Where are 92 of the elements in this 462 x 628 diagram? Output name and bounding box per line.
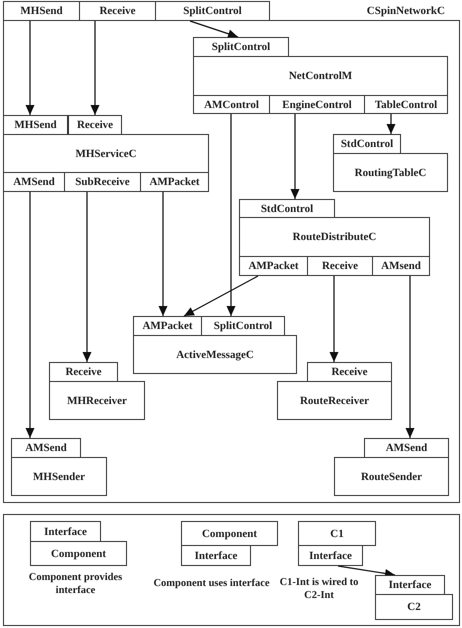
interface-tab <box>239 256 308 276</box>
component-box <box>239 217 430 257</box>
interface-tab <box>364 438 449 458</box>
wiring-arrow <box>330 276 338 362</box>
component-box <box>375 594 453 620</box>
component-box <box>49 381 145 420</box>
interface-name: Receive <box>65 366 102 378</box>
interface-tab <box>364 95 448 114</box>
component-box <box>277 381 392 420</box>
component-name: C2 <box>407 601 421 613</box>
component-name: MHSender <box>33 470 85 482</box>
interface-name: Receive <box>331 366 368 378</box>
interface-name: AMSend <box>25 442 67 454</box>
wiring-arrow <box>158 192 168 316</box>
wiring-arrow <box>406 276 414 438</box>
wiring-arrow <box>184 275 258 317</box>
component-box <box>298 521 376 546</box>
component-name: RouteSender <box>360 470 422 482</box>
interface-name: SubReceive <box>75 176 130 188</box>
interface-tab <box>193 37 289 57</box>
interface-name: AMPacket <box>248 260 299 272</box>
interface-name: StdControl <box>340 138 394 150</box>
legend-frame <box>3 514 460 626</box>
interface-name: SplitControl <box>214 320 272 332</box>
component-name: MHReceiver <box>67 394 127 406</box>
interface-tab <box>30 521 101 542</box>
wiring-arrow <box>290 114 300 199</box>
interface-tab <box>333 134 401 154</box>
interface-name: SplitControl <box>183 5 242 17</box>
component-box <box>181 521 278 546</box>
interface-name: AMsend <box>381 260 421 272</box>
interface-name: AMSend <box>386 442 428 454</box>
wiring-arrow <box>26 192 34 438</box>
interface-tab <box>155 1 270 21</box>
wiring-arrow <box>90 21 100 115</box>
component-name: RouteDistributeC <box>292 231 376 243</box>
component-box <box>11 457 107 496</box>
legend-caption: C1-Int is wired to C2-Int <box>278 576 360 602</box>
wiring-arrow <box>82 192 92 362</box>
component-name: RoutingTableC <box>354 166 426 178</box>
interface-name: Interface <box>309 550 352 562</box>
component-name: C1 <box>330 528 344 540</box>
component-name: MHServiceC <box>75 148 137 160</box>
interface-name: MHSend <box>14 119 57 131</box>
wiring-arrow <box>190 20 238 38</box>
interface-name: Interface <box>194 550 238 562</box>
interface-name: AMControl <box>204 98 259 110</box>
component-name: RouteReceiver <box>300 394 370 406</box>
interface-name: SplitControl <box>212 41 270 53</box>
wiring-arrow <box>338 565 396 578</box>
interface-tab <box>181 545 251 566</box>
interface-tab <box>68 115 122 135</box>
interface-name: AMPacket <box>149 176 200 188</box>
wiring-arrow <box>226 114 236 316</box>
interface-name: MHSend <box>20 5 63 17</box>
module-title: CSpinNetworkC <box>366 5 445 17</box>
interface-tab <box>140 172 209 192</box>
legend-caption: Component provides interface <box>28 571 124 597</box>
component-box <box>133 335 297 374</box>
interface-tab <box>307 362 392 382</box>
interface-name: Receive <box>76 119 114 131</box>
interface-name: AMPacket <box>142 320 193 332</box>
component-box <box>193 56 448 96</box>
interface-name: StdControl <box>260 202 314 214</box>
interface-tab <box>375 575 445 595</box>
interface-tab <box>201 316 285 336</box>
component-box <box>334 457 449 496</box>
interface-tab <box>239 199 335 218</box>
interface-tab <box>133 316 202 336</box>
component-name: Component <box>202 528 257 540</box>
interface-name: EngineControl <box>282 98 352 110</box>
component-name: NetControlM <box>288 70 352 82</box>
component-name: ActiveMessageC <box>176 348 254 360</box>
interface-name: Interface <box>44 526 87 538</box>
component-box <box>30 541 127 566</box>
interface-tab <box>193 95 270 114</box>
interface-name: Receive <box>322 260 358 272</box>
interface-tab <box>11 438 81 458</box>
interface-tab <box>372 256 430 276</box>
legend-caption: Component uses interface <box>152 577 271 590</box>
interface-name: AMSend <box>13 176 55 188</box>
interface-tab <box>49 362 118 382</box>
component-name: Component <box>50 548 106 560</box>
component-box <box>333 153 448 192</box>
interface-tab <box>3 1 80 21</box>
interface-tab <box>298 545 363 566</box>
interface-tab <box>3 115 68 135</box>
interface-name: Receive <box>99 5 136 17</box>
wiring-arrow <box>386 114 396 134</box>
interface-name: TableControl <box>374 98 438 110</box>
wiring-arrow <box>26 21 34 115</box>
interface-name: Interface <box>388 579 432 591</box>
